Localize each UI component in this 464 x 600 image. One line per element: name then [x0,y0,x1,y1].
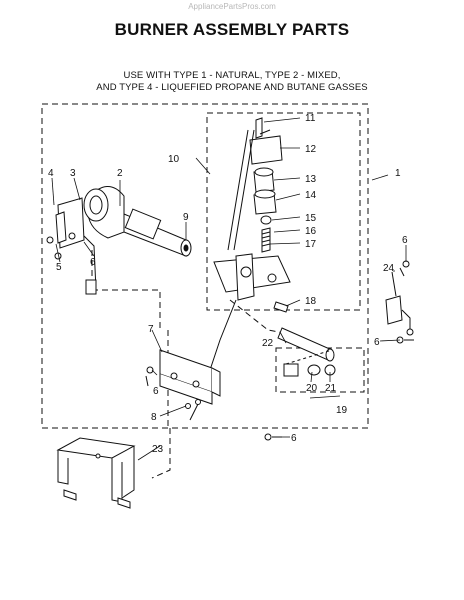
callout-10: 10 [168,154,180,165]
callout-11: 11 [305,113,316,124]
callout-8: 8 [151,412,157,423]
assembly-boundary-10 [206,112,361,311]
callout-7: 7 [148,324,154,335]
callout-13: 13 [305,174,317,185]
page-title: BURNER ASSEMBLY PARTS [114,20,350,39]
mounting-bracket [159,349,221,409]
callout-9: 9 [183,212,189,223]
callout-19: 19 [336,405,348,416]
callout-20: 20 [306,383,318,394]
callout-6-top-right: 6 [402,235,408,246]
dashed-tie-right [229,299,301,337]
callout-23: 23 [152,444,164,455]
callout-6-bottom: 6 [291,433,297,444]
gas-valve-stem [189,117,291,421]
callout-12: 12 [305,144,317,155]
watermark: AppliancePartsPros.com [188,2,276,11]
thermocouple-tube [277,327,336,377]
callout-24: 24 [383,263,395,274]
callout-5: 5 [56,262,62,273]
callout-21: 21 [325,383,337,394]
callout-14: 14 [305,190,317,201]
dashed-tie-left [91,250,161,330]
screws-part-6 [54,252,414,441]
assembly-boundary-1 [41,103,369,429]
base-bracket [56,437,136,509]
callout-1: 1 [395,168,401,179]
callout-18: 18 [305,296,317,307]
callout-17: 17 [305,239,317,250]
callout-15: 15 [305,213,317,224]
igniter-bracket [46,197,97,295]
assembly-boundary-19 [275,347,365,393]
subtitle-line-1: USE WITH TYPE 1 - NATURAL, TYPE 2 - MIXE… [123,70,341,81]
callout-16: 16 [305,226,317,237]
callout-22: 22 [262,338,274,349]
dashed-tie-lower [151,330,171,479]
callout-6-left: 6 [90,257,96,268]
subtitle-line-2: AND TYPE 4 - LIQUEFIED PROPANE AND BUTAN… [96,82,368,93]
igniter-right [385,267,414,336]
leader-lines [51,117,407,461]
callout-6-right: 6 [374,337,380,348]
callout-2: 2 [117,168,123,179]
callout-3: 3 [70,168,76,179]
small-screws [259,129,289,313]
burner-tube [83,186,192,257]
callout-4: 4 [48,168,54,179]
callout-6-bracket: 6 [153,386,159,397]
